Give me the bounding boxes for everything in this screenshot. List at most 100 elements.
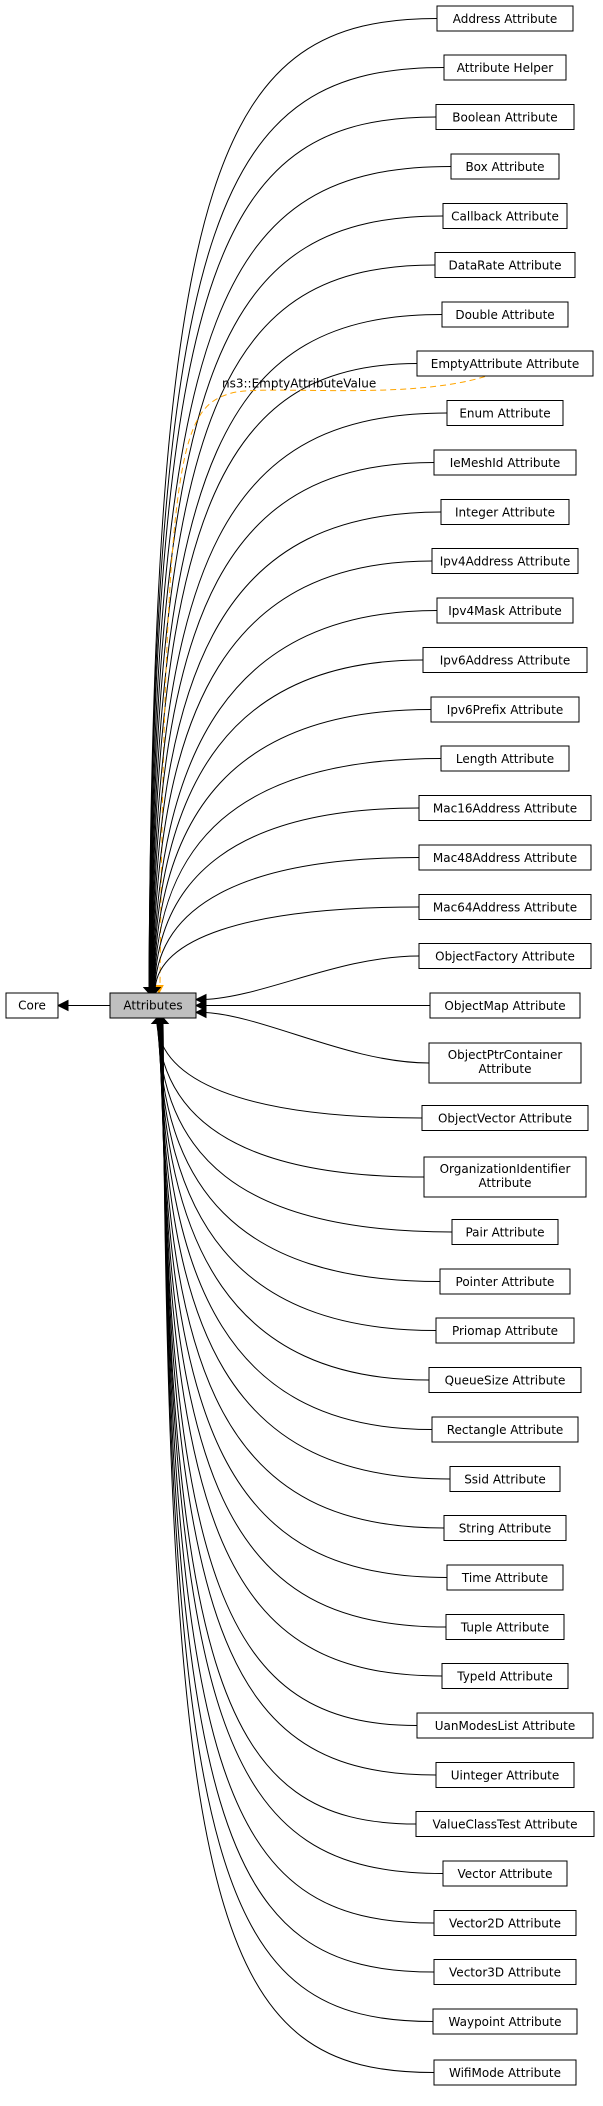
- node-time[interactable]: Time Attribute: [446, 1564, 564, 1591]
- node-wifimode[interactable]: WifiMode Attribute: [433, 2059, 577, 2086]
- node-datarate[interactable]: DataRate Attribute: [434, 252, 576, 278]
- edge-arrow-mac64address: [149, 987, 162, 994]
- node-objectvector-label: ObjectVector Attribute: [438, 1112, 572, 1126]
- node-objectmap[interactable]: ObjectMap Attribute: [429, 992, 581, 1019]
- node-pair-box: [451, 1219, 559, 1245]
- node-queuesize[interactable]: QueueSize Attribute: [428, 1367, 582, 1393]
- edge-ipv4mask: [152, 610, 438, 988]
- node-objectmap-box: [429, 992, 581, 1019]
- node-datarate-label: DataRate Attribute: [449, 259, 562, 273]
- edge-iemeshid: [151, 462, 435, 988]
- node-pointer[interactable]: Pointer Attribute: [439, 1268, 571, 1295]
- node-vector3d[interactable]: Vector3D Attribute: [433, 1959, 577, 1985]
- node-tuple[interactable]: Tuple Attribute: [445, 1614, 565, 1640]
- edge-arrow-objectptrcontainer: [194, 1006, 207, 1019]
- edge-time: [159, 1023, 448, 1578]
- node-pair-label: Pair Attribute: [465, 1226, 544, 1240]
- node-attributes[interactable]: Attributes: [109, 992, 197, 1019]
- node-attribute-helper-label: Attribute Helper: [457, 61, 554, 75]
- node-callback[interactable]: Callback Attribute: [442, 203, 568, 229]
- node-vector2d[interactable]: Vector2D Attribute: [433, 1910, 577, 1936]
- node-ipv4address[interactable]: Ipv4Address Attribute: [431, 548, 579, 574]
- node-mac64address-box: [418, 894, 592, 920]
- edge-mac64address: [154, 906, 420, 988]
- node-ssid-box: [449, 1466, 561, 1492]
- node-enum[interactable]: Enum Attribute: [446, 400, 564, 426]
- node-ipv6prefix-label: Ipv6Prefix Attribute: [447, 703, 563, 717]
- node-pair[interactable]: Pair Attribute: [451, 1219, 559, 1245]
- edge-organizationidentifier: [156, 1023, 425, 1178]
- node-organizationidentifier-label: Attribute: [479, 1176, 532, 1190]
- edge-queuesize: [158, 1023, 430, 1381]
- node-rectangle-box: [431, 1416, 579, 1443]
- node-objectptrcontainer-label: Attribute: [479, 1062, 532, 1076]
- node-iemeshid-label: IeMeshId Attribute: [450, 456, 560, 470]
- node-double-label: Double Attribute: [455, 308, 554, 322]
- node-tuple-label: Tuple Attribute: [460, 1621, 549, 1635]
- node-wifimode-box: [433, 2059, 577, 2086]
- edge-priomap: [158, 1023, 437, 1331]
- node-valueclasstest[interactable]: ValueClassTest Attribute: [415, 1811, 595, 1837]
- node-objectfactory[interactable]: ObjectFactory Attribute: [418, 943, 592, 969]
- edge-attribute-helper: [148, 67, 445, 988]
- node-attribute-helper[interactable]: Attribute Helper: [443, 54, 567, 81]
- node-attribute-helper-box: [443, 54, 567, 81]
- edge-vector2d: [162, 1023, 435, 1924]
- node-string[interactable]: String Attribute: [443, 1515, 567, 1541]
- edge-datarate: [149, 264, 436, 988]
- node-ipv4address-box: [431, 548, 579, 574]
- edge-rectangle: [158, 1023, 433, 1430]
- node-tuple-box: [445, 1614, 565, 1640]
- node-vector[interactable]: Vector Attribute: [442, 1860, 568, 1887]
- edge-vector3d: [162, 1023, 435, 1973]
- node-mac48address-label: Mac48Address Attribute: [433, 851, 577, 865]
- node-priomap[interactable]: Priomap Attribute: [435, 1317, 575, 1344]
- node-uanmodeslist[interactable]: UanModesList Attribute: [416, 1712, 594, 1739]
- node-emptyattribute[interactable]: EmptyAttribute Attribute: [416, 350, 594, 377]
- node-uinteger[interactable]: Uinteger Attribute: [435, 1762, 575, 1788]
- edge-waypoint: [162, 1023, 434, 2022]
- node-ipv6address[interactable]: Ipv6Address Attribute: [422, 647, 588, 673]
- node-typeid[interactable]: TypeId Attribute: [441, 1663, 569, 1689]
- node-box-label: Box Attribute: [465, 160, 544, 174]
- node-box[interactable]: Box Attribute: [450, 153, 560, 180]
- node-objectvector[interactable]: ObjectVector Attribute: [421, 1105, 589, 1131]
- node-boolean[interactable]: Boolean Attribute: [435, 104, 575, 130]
- node-integer-label: Integer Attribute: [455, 506, 555, 520]
- node-attributes-label: Attributes: [123, 999, 182, 1013]
- edges-layer: ns3::EmptyAttributeValue: [56, 18, 486, 2073]
- edge-mac16address: [153, 807, 420, 988]
- node-iemeshid[interactable]: IeMeshId Attribute: [433, 449, 577, 476]
- node-ipv6prefix[interactable]: Ipv6Prefix Attribute: [430, 696, 580, 723]
- node-integer[interactable]: Integer Attribute: [440, 499, 570, 525]
- edge-wifimode: [162, 1023, 435, 2073]
- edge-typeid: [160, 1023, 443, 1677]
- node-callback-label: Callback Attribute: [451, 210, 559, 224]
- node-string-label: String Attribute: [459, 1522, 552, 1536]
- node-double[interactable]: Double Attribute: [441, 301, 569, 328]
- node-mac64address[interactable]: Mac64Address Attribute: [418, 894, 592, 920]
- node-ssid[interactable]: Ssid Attribute: [449, 1466, 561, 1492]
- edge-arrow-objectmap: [194, 999, 207, 1012]
- node-time-box: [446, 1564, 564, 1591]
- node-mac16address[interactable]: Mac16Address Attribute: [418, 795, 592, 821]
- edge-length: [153, 758, 442, 988]
- node-core[interactable]: Core: [5, 992, 59, 1019]
- node-address[interactable]: Address Attribute: [436, 5, 574, 32]
- node-length[interactable]: Length Attribute: [440, 745, 570, 772]
- node-enum-box: [446, 400, 564, 426]
- node-priomap-box: [435, 1317, 575, 1344]
- node-core-box: [5, 992, 59, 1019]
- node-ipv6address-box: [422, 647, 588, 673]
- node-ipv4mask[interactable]: Ipv4Mask Attribute: [436, 597, 574, 624]
- node-waypoint[interactable]: Waypoint Attribute: [432, 2008, 578, 2035]
- nodes-layer: Core Attributes Address AttributeAttribu…: [5, 5, 595, 2086]
- node-rectangle[interactable]: Rectangle Attribute: [431, 1416, 579, 1443]
- edge-integer: [151, 511, 442, 988]
- node-emptyattribute-box: [416, 350, 594, 377]
- node-mac48address[interactable]: Mac48Address Attribute: [418, 844, 592, 871]
- node-pointer-label: Pointer Attribute: [456, 1275, 555, 1289]
